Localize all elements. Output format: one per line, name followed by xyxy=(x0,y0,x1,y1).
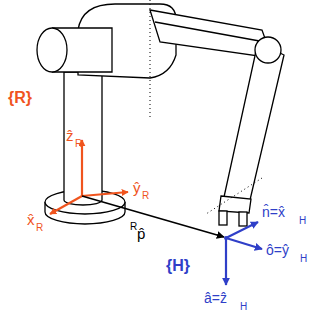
elbow-joint xyxy=(255,37,281,63)
frame-h xyxy=(226,222,262,285)
frame-r xyxy=(50,140,128,214)
position-vector xyxy=(82,196,224,237)
gripper-finger xyxy=(239,212,247,226)
axis-subscript: R xyxy=(142,191,149,201)
axis-arrow xyxy=(226,238,262,249)
axis-label: ẑ xyxy=(66,128,74,143)
axis-subscript: R xyxy=(36,223,43,233)
axis-arrow xyxy=(226,222,258,238)
frame-name: {R} xyxy=(8,90,32,106)
axis-subscript: H xyxy=(299,216,306,226)
axis-arrow xyxy=(225,238,227,285)
axis-label: n̂=x̂ xyxy=(262,205,285,219)
motor-cap xyxy=(37,28,67,72)
wrist-axis xyxy=(206,178,262,214)
axis-subscript: H xyxy=(300,254,307,264)
axis-label: ô=ŷ xyxy=(266,243,289,257)
vector-label: p̂ xyxy=(137,226,145,241)
frame-name: {H} xyxy=(166,258,190,274)
axis-label: ŷ xyxy=(133,180,141,195)
vector-superscript: R xyxy=(130,222,137,232)
robot-column xyxy=(64,72,102,205)
joint-axis xyxy=(150,0,151,118)
axis-label: â=ẑ xyxy=(204,291,227,305)
gripper-finger xyxy=(219,211,227,225)
axis-arrow xyxy=(50,196,82,214)
arm-edge xyxy=(155,22,265,42)
forearm xyxy=(224,42,284,200)
frame-origin xyxy=(224,236,228,240)
axis-label: x̂ xyxy=(27,212,35,227)
axis-subscript: R xyxy=(75,139,82,149)
axis-arrow xyxy=(82,192,128,196)
axis-subscript: H xyxy=(240,302,247,312)
upper-arm xyxy=(150,10,272,58)
robot-body xyxy=(37,4,284,226)
